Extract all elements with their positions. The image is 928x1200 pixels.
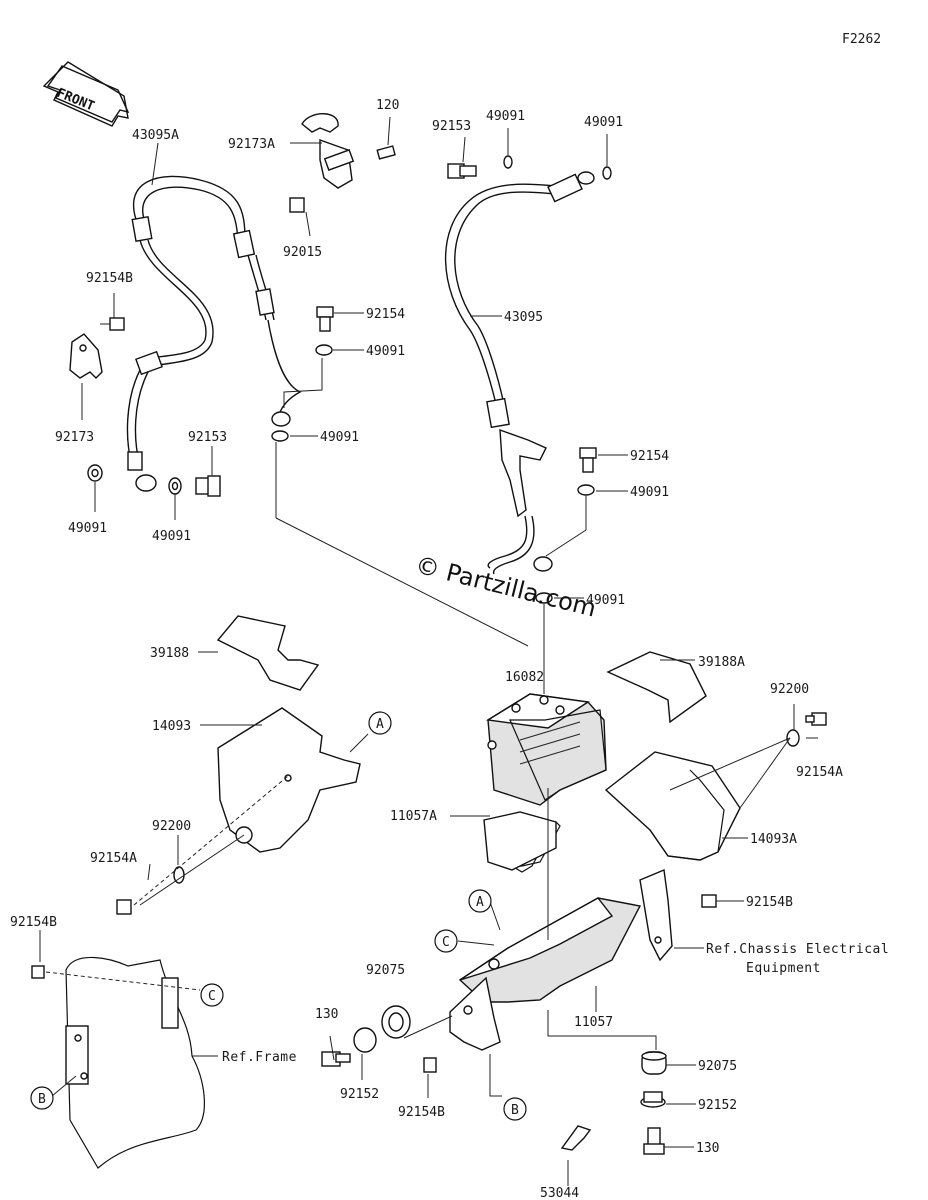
part-label-92154B-lower: 92154B (398, 1105, 445, 1120)
part-label-49091-top: 49091 (486, 109, 525, 124)
part-label-92154A-left: 92154A (90, 851, 137, 866)
svg-text:C: C (442, 935, 450, 950)
hose-clamp-92173A[interactable] (301, 113, 355, 189)
part-label-92200-left: 92200 (152, 819, 191, 834)
frame-reference (31, 956, 205, 1169)
part-label-16082: 16082 (505, 670, 544, 685)
svg-text:B: B (38, 1092, 46, 1107)
part-label-130-a: 130 (315, 1007, 338, 1022)
collar-92152-a[interactable] (353, 1027, 377, 1053)
collar-92015[interactable] (289, 197, 305, 213)
part-label-11057A: 11057A (390, 809, 437, 824)
part-label-92015: 92015 (283, 245, 322, 260)
bolt-130-a[interactable] (321, 1051, 351, 1067)
bolt-130-b[interactable] (643, 1127, 665, 1155)
grommet-92075-a[interactable] (381, 1005, 411, 1039)
part-label-130-b: 130 (696, 1141, 719, 1156)
pad-39188[interactable] (216, 615, 320, 691)
bolt-92154A-left[interactable] (116, 899, 132, 915)
part-label-39188A: 39188A (698, 655, 745, 670)
part-label-49091-a: 49091 (366, 344, 405, 359)
part-label-120: 120 (376, 98, 399, 113)
front-arrow-icon: FRONT (42, 61, 130, 127)
ref-chassis-electrical-line1: Ref.Chassis Electrical (706, 942, 889, 957)
part-label-49091-d: 49091 (586, 593, 625, 608)
bracket-11057[interactable] (449, 869, 673, 1051)
part-label-49091-topright: 49091 (584, 115, 623, 130)
part-labels: 43095A 92173A 120 92015 92154B 92173 921… (10, 98, 843, 1200)
callout-b-frame: B (30, 1086, 54, 1110)
part-label-92152-b: 92152 (698, 1098, 737, 1113)
callout-c-middle: C (434, 929, 458, 953)
part-label-92173: 92173 (55, 430, 94, 445)
washer-49091-mid[interactable] (168, 477, 182, 495)
washer-92200-right[interactable] (786, 729, 800, 747)
washer-49091-left[interactable] (87, 464, 103, 482)
part-label-92153-left: 92153 (188, 430, 227, 445)
part-label-92154A-right: 92154A (796, 765, 843, 780)
bolt-92154B-right[interactable] (701, 894, 717, 908)
callout-a-lower: A (468, 889, 492, 913)
part-label-92154-left: 92154 (366, 307, 405, 322)
part-label-92200-right: 92200 (770, 682, 809, 697)
washer-49091-b[interactable] (271, 430, 289, 442)
part-label-92152-a: 92152 (340, 1087, 379, 1102)
part-label-39188: 39188 (150, 646, 189, 661)
collar-92152-b[interactable] (640, 1091, 666, 1108)
bolt-92153-left[interactable] (195, 475, 221, 497)
svg-text:B: B (511, 1103, 519, 1118)
part-label-43095A: 43095A (132, 128, 179, 143)
bolt-92154B-lower[interactable] (423, 1057, 437, 1073)
watermark: © Partzilla.com (413, 551, 599, 623)
part-label-92154-right: 92154 (630, 449, 669, 464)
part-label-14093A: 14093A (750, 832, 797, 847)
part-label-49091-left: 49091 (68, 521, 107, 536)
svg-text:C: C (208, 989, 216, 1004)
bracket-11057A[interactable] (483, 811, 561, 873)
part-label-49091-mid: 49091 (152, 529, 191, 544)
part-label-11057: 11057 (574, 1015, 613, 1030)
part-label-49091-c: 49091 (630, 485, 669, 500)
part-label-14093: 14093 (152, 719, 191, 734)
part-label-43095: 43095 (504, 310, 543, 325)
callout-c-frame: C (200, 983, 224, 1007)
cover-14093A[interactable] (604, 751, 741, 861)
part-label-92173A: 92173A (228, 137, 275, 152)
part-label-92154B-upper: 92154B (86, 271, 133, 286)
svg-text:A: A (376, 717, 384, 732)
part-label-92075-b: 92075 (698, 1059, 737, 1074)
svg-text:A: A (476, 895, 484, 910)
washer-49091-d[interactable] (535, 592, 553, 604)
part-label-49091-b: 49091 (320, 430, 359, 445)
diagram-code: F2262 (842, 32, 881, 47)
bolt-92154-right[interactable] (579, 447, 597, 473)
part-label-92153-right: 92153 (432, 119, 471, 134)
ref-chassis-electrical-line2: Equipment (746, 961, 821, 976)
bolt-92154-left[interactable] (316, 306, 334, 332)
part-label-92075-a: 92075 (366, 963, 405, 978)
pad-39188A[interactable] (606, 651, 707, 724)
callout-b-lower: B (503, 1097, 527, 1121)
part-label-92154B-right: 92154B (746, 895, 793, 910)
washer-49091-c[interactable] (577, 484, 595, 496)
leader-lines (39, 116, 818, 1186)
clamp-53044[interactable] (560, 1125, 592, 1151)
bolt-92154B-upper[interactable] (100, 317, 125, 331)
part-label-53044: 53044 (540, 1186, 579, 1200)
cover-14093[interactable] (217, 707, 361, 853)
ref-frame: Ref.Frame (222, 1050, 297, 1065)
brake-hose-43095A[interactable] (126, 175, 302, 492)
part-label-92154B-frame: 92154B (10, 915, 57, 930)
bolt-92154A-right[interactable] (805, 712, 827, 726)
brake-hose-43095[interactable] (444, 155, 612, 575)
callout-a-upper: A (368, 711, 392, 735)
bracket-92173[interactable] (69, 333, 103, 379)
bolt-120[interactable] (376, 145, 396, 160)
grommet-92075-b[interactable] (641, 1051, 667, 1075)
washer-49091-a[interactable] (315, 344, 333, 356)
abs-unit-16082[interactable] (485, 693, 607, 806)
